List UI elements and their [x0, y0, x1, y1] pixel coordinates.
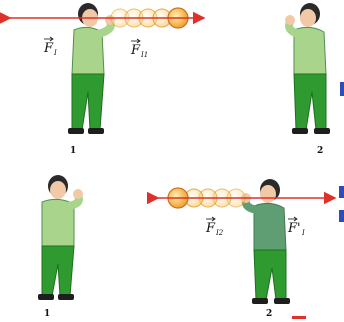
person-2-top-number: 2	[317, 146, 323, 156]
person-2-bottom-number: 2	[266, 309, 272, 319]
svg-text:F: F	[205, 221, 216, 236]
svg-text:I1: I1	[140, 51, 148, 59]
bottom-scene: F I2 F' I 1 2	[38, 175, 337, 319]
label-force-ball-top: F I1	[130, 38, 148, 59]
person-2-top	[285, 3, 330, 134]
cropped-edge-fragments	[292, 82, 344, 319]
svg-text:F': F'	[287, 221, 301, 236]
svg-text:I: I	[301, 229, 305, 237]
person-1-top	[68, 3, 115, 134]
person-1-bottom-number: 1	[44, 309, 50, 319]
label-force-ball-bottom: F I2	[205, 216, 224, 237]
svg-text:F: F	[130, 43, 141, 58]
svg-text:I2: I2	[215, 229, 224, 237]
label-force-person-top: F I	[43, 36, 57, 57]
svg-text:I: I	[53, 49, 57, 57]
top-scene: F I F I1 1 2	[0, 3, 330, 156]
label-force-person-bottom: F' I	[287, 216, 305, 237]
person-1-bottom	[38, 175, 83, 300]
person-1-top-number: 1	[70, 146, 76, 156]
svg-text:F: F	[43, 41, 54, 56]
